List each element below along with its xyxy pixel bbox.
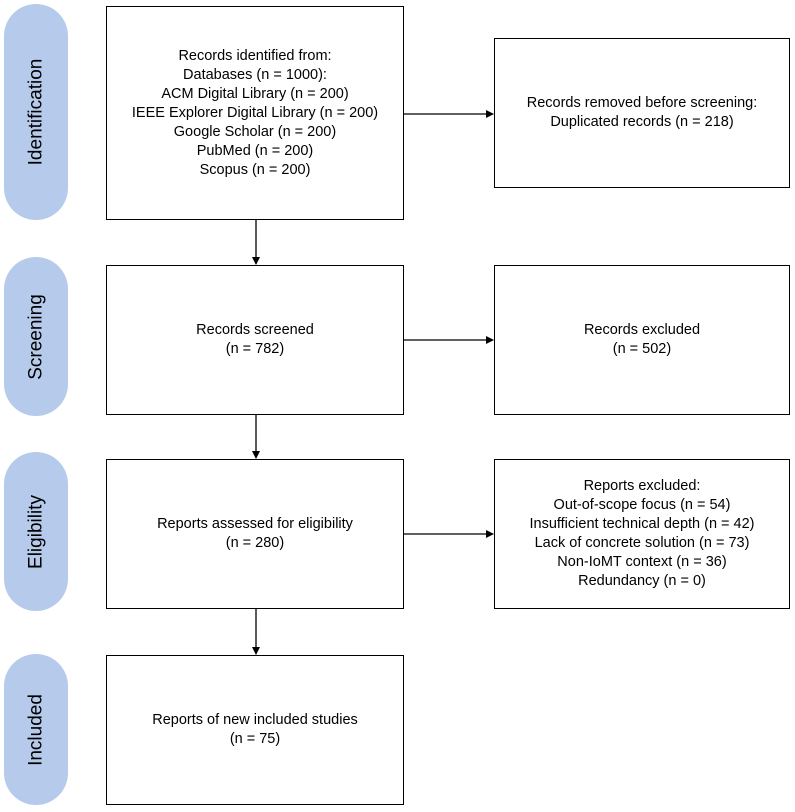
included-studies-line: (n = 75) — [229, 731, 281, 747]
records-identified-line: Databases (n = 1000): — [183, 66, 327, 83]
phase-included: Included — [4, 654, 68, 805]
reports-assessed-box: Reports assessed for eligibility (n = 28… — [106, 459, 404, 609]
reports-assessed-line: (n = 280) — [225, 535, 285, 551]
records-removed-box: Records removed before screening: Duplic… — [494, 38, 790, 188]
records-excluded-box: Records excluded (n = 502) — [494, 265, 790, 415]
records-identified-box: Records identified from: Databases (n = … — [106, 6, 404, 220]
records-identified-line: PubMed (n = 200) — [196, 142, 314, 159]
included-studies-box: Reports of new included studies (n = 75) — [106, 655, 404, 805]
reports-excluded-line: Insufficient technical depth (n = 42) — [529, 516, 755, 532]
phase-identification: Identification — [4, 4, 68, 220]
records-identified-line: Scopus (n = 200) — [199, 161, 311, 178]
records-identified-line: ACM Digital Library (n = 200) — [161, 85, 349, 102]
reports-excluded-line: Redundancy (n = 0) — [578, 573, 706, 589]
phase-label-screening: Screening — [25, 293, 47, 380]
reports-excluded-line: Out-of-scope focus (n = 54) — [553, 497, 731, 513]
records-removed-line: Records removed before screening: — [526, 95, 758, 111]
records-screened-line: (n = 782) — [225, 341, 285, 357]
phase-label-included: Included — [25, 693, 47, 766]
records-screened-line: Records screened — [196, 322, 314, 338]
reports-excluded-line: Non-IoMT context (n = 36) — [557, 554, 727, 570]
phase-label-identification: Identification — [25, 58, 47, 166]
records-identified-line: Records identified from: — [178, 47, 332, 64]
records-identified-line: IEEE Explorer Digital Library (n = 200) — [131, 104, 379, 121]
records-identified-line: Google Scholar (n = 200) — [173, 123, 337, 140]
records-removed-line: Duplicated records (n = 218) — [550, 114, 734, 130]
phase-label-eligibility: Eligibility — [25, 494, 47, 569]
phase-eligibility: Eligibility — [4, 452, 68, 611]
phase-screening: Screening — [4, 257, 68, 416]
records-excluded-line: (n = 502) — [612, 341, 672, 357]
reports-assessed-line: Reports assessed for eligibility — [157, 516, 353, 532]
included-studies-line: Reports of new included studies — [152, 712, 358, 728]
records-excluded-line: Records excluded — [583, 322, 701, 338]
records-screened-box: Records screened (n = 782) — [106, 265, 404, 415]
reports-excluded-line: Reports excluded: — [583, 478, 701, 494]
reports-excluded-box: Reports excluded: Out-of-scope focus (n … — [494, 459, 790, 609]
reports-excluded-line: Lack of concrete solution (n = 73) — [534, 535, 750, 551]
